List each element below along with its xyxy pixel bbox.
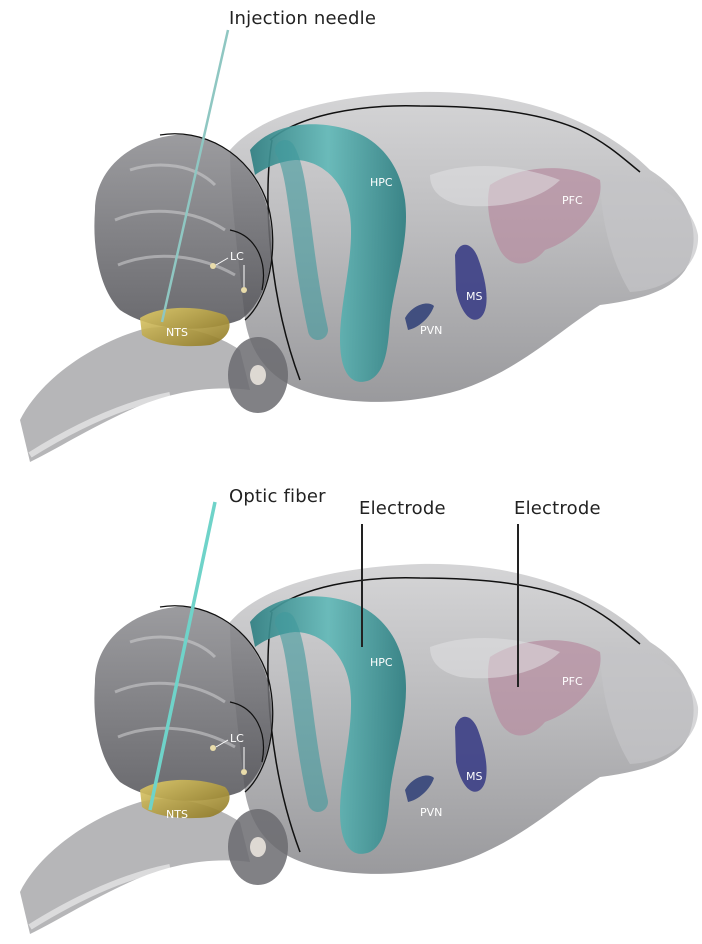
label-hpc: HPC [370, 176, 393, 189]
callout-optic-fiber: Optic fiber [229, 486, 326, 507]
brain-diagram-top: HPC PFC LC MS PVN NTS Injection needle [0, 0, 702, 472]
label-pfc: PFC [562, 675, 583, 688]
callout-electrode-pfc: Electrode [514, 498, 601, 519]
callout-electrode-hpc: Electrode [359, 498, 446, 519]
label-lc: LC [230, 250, 244, 263]
callout-injection-needle: Injection needle [229, 8, 376, 29]
label-nts: NTS [166, 326, 188, 339]
label-pvn: PVN [420, 324, 442, 337]
brain-svg-top: HPC PFC LC MS PVN NTS Injection needle [0, 0, 702, 472]
brain-svg-bottom: HPC PFC LC MS PVN NTS Optic fiber Electr… [0, 472, 702, 944]
label-pvn: PVN [420, 806, 442, 819]
label-nts: NTS [166, 808, 188, 821]
label-hpc: HPC [370, 656, 393, 669]
label-ms: MS [466, 770, 482, 783]
brain-diagram-bottom: HPC PFC LC MS PVN NTS Optic fiber Electr… [0, 472, 702, 944]
label-ms: MS [466, 290, 482, 303]
label-lc: LC [230, 732, 244, 745]
label-pfc: PFC [562, 194, 583, 207]
